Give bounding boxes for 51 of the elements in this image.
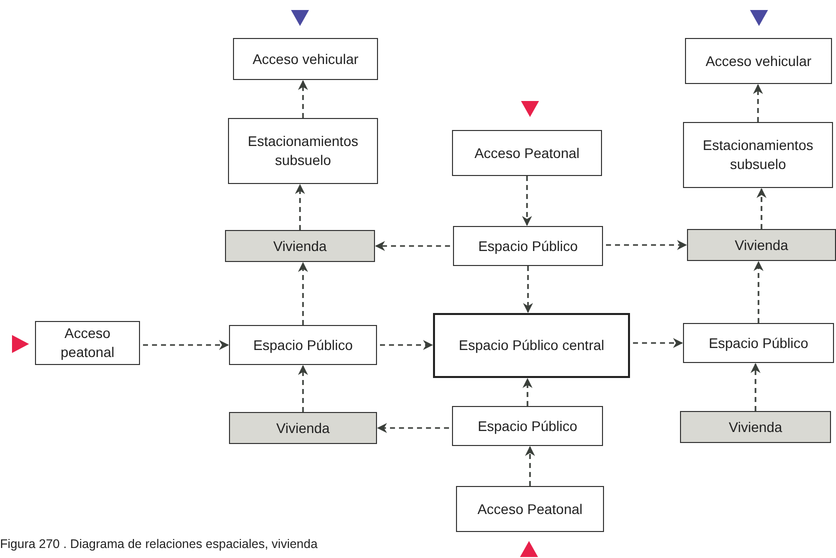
housing-box	[680, 411, 831, 443]
process-box	[453, 226, 603, 266]
node-label: Vivienda	[734, 236, 788, 254]
node-label: Acceso peatonal	[60, 324, 116, 362]
process-box	[229, 325, 377, 365]
arrow	[298, 262, 308, 325]
arrow	[377, 423, 449, 433]
arrow	[522, 176, 532, 226]
node-label: Espacio Público	[253, 336, 353, 354]
arrow	[525, 446, 535, 486]
arrow	[756, 188, 766, 229]
node-label: Acceso Peatonal	[477, 500, 583, 518]
arrow	[750, 363, 760, 411]
node-label: Espacio Público	[478, 236, 578, 256]
node-label: Vivienda	[728, 418, 782, 436]
node-label: Espacio Público central	[458, 336, 604, 355]
arrow	[375, 241, 450, 251]
arrow	[753, 84, 763, 122]
node-label: Espacio Público	[478, 416, 578, 436]
node-label: Acceso vehicular	[706, 52, 812, 70]
housing-box	[225, 230, 375, 262]
arrow	[380, 340, 433, 350]
process-box	[456, 486, 604, 532]
arrow	[295, 184, 305, 230]
process-box	[452, 130, 602, 176]
housing-box	[229, 412, 377, 444]
node-label: Acceso Peatonal	[474, 144, 580, 162]
process-box	[683, 323, 834, 363]
arrow	[754, 261, 764, 323]
node-label: Espacio Público	[708, 334, 808, 352]
process-box	[685, 38, 832, 84]
arrow	[633, 338, 683, 348]
node-label: Estacionamientos subsuelo	[246, 132, 360, 170]
housing-box	[687, 229, 836, 261]
node-label: Estacionamientos subsuelo	[702, 136, 814, 174]
arrow	[143, 340, 229, 350]
figure-caption: Figura 270 . Diagrama de relaciones espaciales, vivienda	[0, 537, 318, 551]
central-space-box	[433, 313, 630, 378]
node-label: Acceso vehicular	[252, 50, 358, 68]
process-box	[228, 118, 378, 184]
process-box	[683, 122, 833, 188]
node-label: Vivienda	[276, 418, 330, 438]
process-box	[452, 406, 603, 446]
arrow	[523, 266, 533, 313]
arrow	[298, 80, 308, 118]
arrow	[298, 365, 308, 412]
process-box	[233, 38, 378, 80]
node-label: Vivienda	[273, 236, 327, 256]
arrow	[522, 378, 532, 406]
process-box	[35, 321, 140, 365]
arrow	[606, 240, 687, 250]
